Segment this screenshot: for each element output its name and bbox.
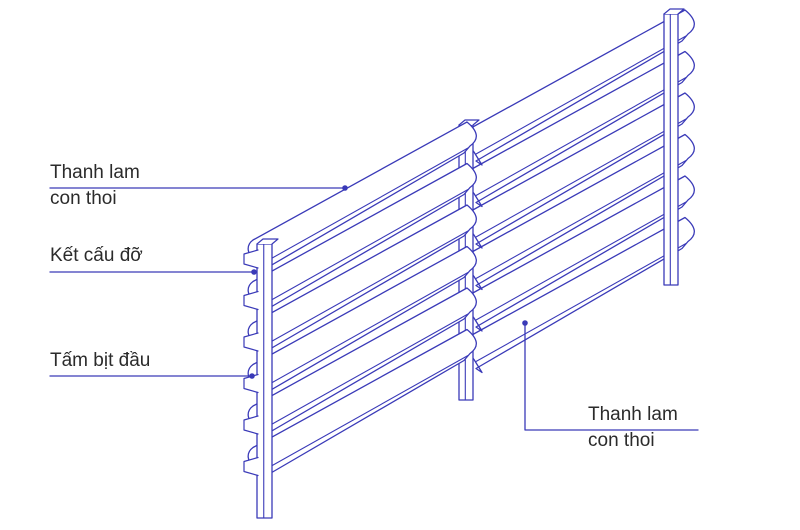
right-slat-bay	[465, 9, 695, 374]
far-support-post	[663, 8, 685, 286]
right-slat-crease	[475, 118, 687, 238]
left-slat-crease	[257, 188, 469, 309]
label-louver-left-line2: con thoi	[50, 188, 117, 209]
label-louver-right: Thanh lam con thoi	[588, 402, 678, 454]
leader-support-dot	[251, 269, 257, 275]
label-louver-right-line1: Thanh lam	[588, 404, 678, 425]
leader-louver-left-dot	[342, 185, 348, 191]
left-slat-crease	[257, 147, 469, 267]
leader-lines	[49, 185, 699, 431]
end-plate	[243, 456, 259, 477]
front-post-body	[256, 243, 273, 519]
label-louver-left-line1: Thanh lam	[50, 162, 140, 183]
right-slat-crease	[475, 159, 687, 280]
front-post	[243, 238, 279, 519]
label-support-structure: Kết cấu đỡ	[50, 243, 143, 269]
leader-louver-right-dot	[522, 320, 528, 326]
label-louver-left: Thanh lam con thoi	[50, 160, 140, 212]
leader-end-plate-dot	[249, 373, 255, 379]
left-slat-crease	[257, 271, 469, 392]
label-end-plate: Tấm bịt đầu	[50, 348, 150, 374]
left-slat-bay	[247, 121, 477, 486]
left-slat-crease	[257, 230, 469, 350]
label-louver-right-line2: con thoi	[588, 430, 655, 451]
left-slat-crease	[257, 354, 469, 475]
end-plate	[243, 249, 259, 269]
end-plate	[243, 415, 259, 435]
right-slat-crease	[475, 201, 687, 321]
far-post-cap	[663, 8, 685, 15]
far-post-body	[663, 13, 679, 286]
right-slat-crease	[475, 35, 687, 155]
end-plate	[243, 290, 259, 311]
label-end-plate-text: Tấm bịt đầu	[50, 350, 151, 371]
left-slat-crease	[257, 313, 469, 433]
right-slat-crease	[475, 76, 687, 197]
label-support-structure-text: Kết cấu đỡ	[50, 245, 143, 266]
right-slat-crease	[475, 242, 687, 363]
front-support-post	[243, 238, 279, 519]
front-post-cap	[256, 238, 279, 245]
end-plate	[243, 332, 259, 352]
leader-louver-right-line	[524, 322, 699, 431]
far-post	[663, 8, 685, 286]
